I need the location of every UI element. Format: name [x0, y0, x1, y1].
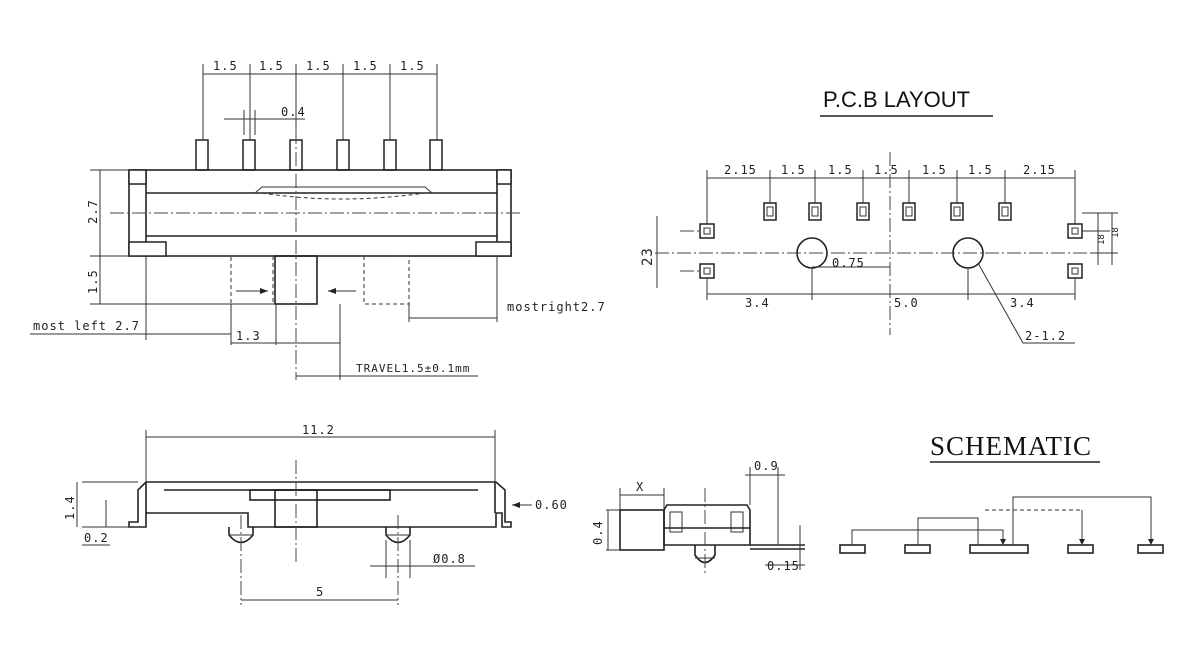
- pcb-holes: 2-1.2: [1025, 329, 1066, 343]
- pcb-edge-left: 2.15: [724, 163, 757, 177]
- top-pitch-4: 1.5: [353, 59, 378, 73]
- top-pitch-1: 1.5: [213, 59, 238, 73]
- pcb-small-1: 18: [1097, 234, 1107, 245]
- top-most-right: mostright2.7: [507, 300, 606, 314]
- top-pitch-5: 1.5: [400, 59, 425, 73]
- front-length: 11.2: [302, 423, 335, 437]
- side-x-label: X: [636, 480, 644, 494]
- pcb-layout: P.C.B LAYOUT 2.15 1.5 1.5 1.5 1.5 1.5 2.…: [640, 87, 1121, 344]
- pcb-hole-offset: 0.75: [832, 256, 865, 270]
- side-thickness: 0.15: [767, 559, 800, 573]
- top-travel: TRAVEL1.5±0.1mm: [356, 362, 470, 375]
- pcb-small-2: 18: [1111, 227, 1121, 238]
- pcb-span-left: 3.4: [745, 296, 770, 310]
- side-view: X 0.9 0.4 0.15: [591, 459, 805, 575]
- pcb-span-right: 3.4: [1010, 296, 1035, 310]
- pcb-pitch-5: 1.5: [968, 163, 993, 177]
- pcb-height: 23: [640, 247, 656, 266]
- schematic-title: SCHEMATIC: [930, 431, 1092, 461]
- top-body-height: 2.7: [86, 199, 100, 224]
- front-peg-spacing: 5: [316, 585, 324, 599]
- front-view: 11.2 5 Ø0.8 1.4 0.2: [63, 423, 568, 605]
- top-pin-width: 0.4: [281, 105, 306, 119]
- pcb-pitch-1: 1.5: [781, 163, 806, 177]
- pcb-pitch-2: 1.5: [828, 163, 853, 177]
- pcb-pitch-3: 1.5: [874, 163, 899, 177]
- top-pitch-2: 1.5: [259, 59, 284, 73]
- front-lead: 0.60: [535, 498, 568, 512]
- pcb-edge-right: 2.15: [1023, 163, 1056, 177]
- front-height: 1.4: [63, 495, 77, 520]
- top-position: 1.3: [236, 329, 261, 343]
- pcb-layout-title: P.C.B LAYOUT: [823, 87, 970, 112]
- top-view: 1.5 1.5 1.5 1.5 1.5 0.4: [30, 59, 606, 380]
- top-pitch-3: 1.5: [306, 59, 331, 73]
- pcb-span-center: 5.0: [894, 296, 919, 310]
- top-actuator-height: 1.5: [86, 269, 100, 294]
- side-top-width: 0.9: [754, 459, 779, 473]
- side-height: 0.4: [591, 520, 605, 545]
- front-peg-diameter: Ø0.8: [433, 552, 466, 566]
- schematic: SCHEMATIC: [839, 431, 1164, 554]
- pcb-pitch-4: 1.5: [922, 163, 947, 177]
- top-most-left: most left 2.7: [33, 319, 140, 333]
- front-terminal: 0.2: [84, 531, 109, 545]
